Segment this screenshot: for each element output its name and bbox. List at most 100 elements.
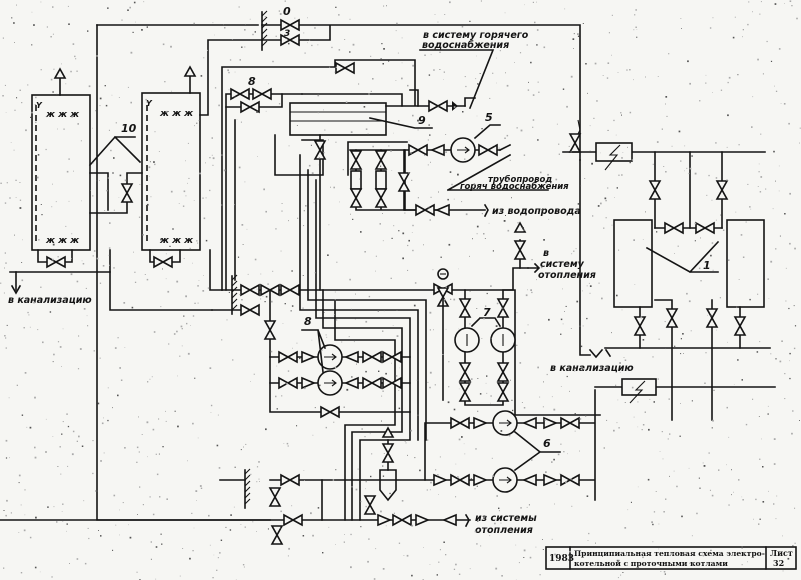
valve[interactable] [240,284,260,296]
three-way-mixing-valve[interactable] [433,268,453,307]
speckle [629,69,631,71]
speckle [181,328,183,330]
speckle [601,297,603,300]
valve[interactable] [514,240,526,260]
valve[interactable] [459,362,471,382]
valve[interactable] [398,172,410,192]
valve[interactable] [560,417,580,429]
speckle [505,215,506,216]
speckle [576,300,579,303]
speckle [560,333,562,335]
valve[interactable] [269,487,281,507]
speckle [712,269,714,271]
valve[interactable] [46,256,66,268]
speckle [192,315,195,317]
valve[interactable] [478,144,498,156]
valve[interactable] [664,222,684,234]
valve[interactable] [666,308,678,328]
valve[interactable] [428,100,448,112]
speckle [10,142,12,143]
speckle [731,469,732,471]
valve[interactable] [153,256,173,268]
valve[interactable] [560,474,580,486]
speckle [427,206,430,209]
speckle [267,528,269,530]
valve[interactable] [278,377,298,389]
speckle [287,555,289,557]
valve[interactable] [497,362,509,382]
valve[interactable] [497,382,509,402]
speckle [745,423,748,426]
speckle [5,457,8,459]
speckle [99,282,102,284]
valve[interactable] [278,351,298,363]
speckle [286,442,289,445]
speckle [127,86,129,88]
speckle [686,292,688,295]
valve[interactable] [240,101,260,113]
speckle [202,197,204,199]
speckle [542,539,543,540]
valve[interactable] [240,304,260,316]
speckle [87,527,89,529]
valve[interactable] [280,474,300,486]
speckle [461,26,464,28]
speckle [364,251,366,253]
valve[interactable] [634,316,646,336]
speckle [202,290,205,292]
valve[interactable] [362,351,382,363]
speckle [160,533,162,535]
valve[interactable] [382,377,402,389]
valve[interactable] [459,298,471,318]
valve[interactable] [350,188,362,208]
valve[interactable] [252,88,272,100]
valve[interactable] [695,222,715,234]
speckle [183,258,185,259]
speckle [457,173,459,176]
speckle [551,396,553,398]
speckle [430,161,431,163]
speckle [775,518,777,520]
valve[interactable] [230,88,250,100]
pump-8-b [317,370,343,396]
speckle [618,174,620,176]
speckle [458,573,461,575]
speckle [726,406,728,409]
valve[interactable] [335,62,355,74]
speckle [52,183,53,185]
tank-right: Y ж ж ж ж ж ж [141,66,201,251]
valve[interactable] [415,204,435,216]
speckle [146,278,149,281]
valve[interactable] [649,180,661,200]
speckle [649,398,651,400]
speckle [662,458,664,460]
speckle [270,300,273,303]
speckle [68,158,70,160]
speckle [446,111,447,113]
valve[interactable] [283,514,303,526]
speckle [21,102,23,104]
valve[interactable] [734,316,746,336]
speckle [250,473,252,475]
valve[interactable] [450,417,470,429]
speckle [653,401,655,403]
valve[interactable] [121,183,133,203]
valve[interactable] [375,188,387,208]
valve[interactable] [716,180,728,200]
valve[interactable] [362,377,382,389]
valve[interactable] [364,495,376,515]
speckle [209,189,211,192]
valve[interactable] [350,150,362,170]
valve[interactable] [706,308,718,328]
valve[interactable] [264,320,276,340]
valve[interactable] [450,474,470,486]
valve[interactable] [459,382,471,402]
speckle [360,526,362,528]
valve[interactable] [382,351,402,363]
speckle [663,571,666,573]
speckle [562,288,563,290]
valve[interactable] [392,514,412,526]
valve[interactable] [320,406,340,418]
valve[interactable] [271,525,283,545]
valve[interactable] [280,284,300,296]
